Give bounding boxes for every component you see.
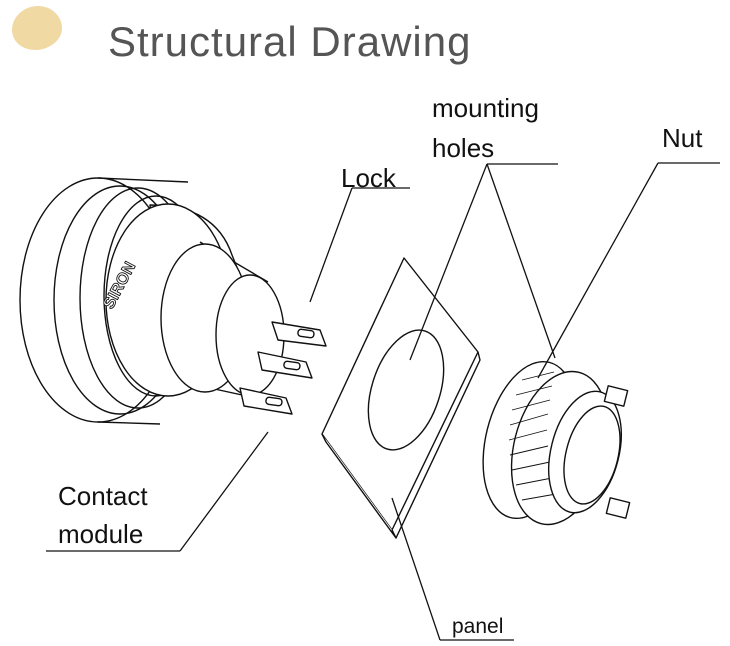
- label-mounting-holes-line2: holes: [432, 133, 495, 163]
- label-contact-module-line2: module: [58, 519, 144, 549]
- contact-terminals: [239, 321, 327, 415]
- label-lock: Lock: [341, 163, 396, 193]
- nut: [482, 360, 631, 526]
- label-nut: Nut: [662, 123, 703, 153]
- page-title: Structural Drawing: [108, 18, 472, 65]
- panel-plate: [321, 257, 481, 539]
- title-decoration-blob: [12, 6, 62, 50]
- label-contact-module-line1: Contact: [58, 481, 148, 511]
- leader-lines: [46, 162, 720, 641]
- label-panel: panel: [452, 615, 504, 638]
- label-mounting-holes-line1: mounting: [432, 93, 539, 123]
- switch-body: SIRON: [19, 177, 327, 425]
